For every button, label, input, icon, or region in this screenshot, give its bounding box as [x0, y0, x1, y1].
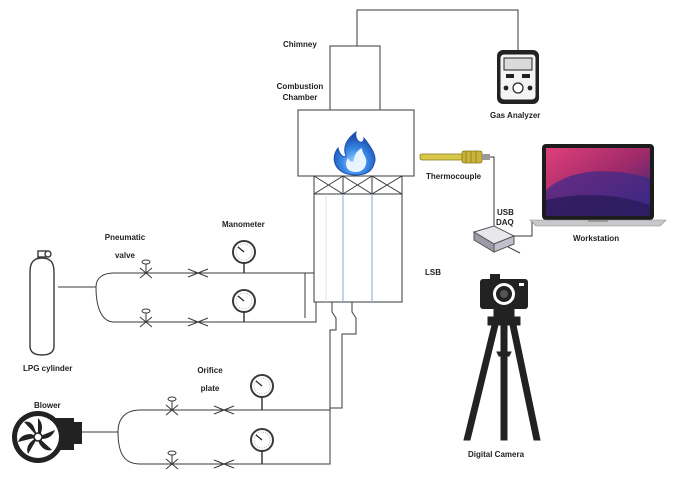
gas-analyzer-icon: [497, 50, 539, 104]
usb-daq-icon: [472, 225, 521, 254]
label-combustion-chamber-line1: Combustion: [276, 82, 324, 91]
thermocouple-icon: [419, 150, 490, 164]
air-manometer-gauge-1: [250, 374, 274, 410]
label-lsb: LSB: [425, 268, 441, 277]
gas-analyzer-signal-line: [356, 9, 519, 50]
label-daq: DAQ: [496, 218, 514, 227]
label-manometer: Manometer: [222, 220, 265, 229]
label-combustion-chamber-line2: Chamber: [282, 93, 318, 102]
daq-cable: [514, 222, 533, 237]
flame-icon: [333, 130, 376, 176]
camera-icon: [480, 274, 528, 309]
cross-bracing: [313, 175, 403, 195]
air-supply-lines: [74, 409, 331, 465]
label-orifice-plate-line2: plate: [200, 384, 220, 393]
lpg-supply-lines: [58, 272, 317, 323]
air-valve-upper: [165, 396, 179, 416]
label-chimney: Chimney: [283, 40, 317, 49]
manometer-gauge-1: [232, 240, 256, 273]
lpg-restrictor-lower: [187, 317, 209, 327]
label-thermocouple: Thermocouple: [426, 172, 482, 181]
chimney: [329, 45, 381, 111]
lsb-burner: [313, 193, 403, 303]
manometer-gauge-2: [232, 289, 256, 322]
lpg-cylinder-icon: [29, 250, 55, 356]
label-orifice-plate-line1: Orifice: [197, 366, 223, 375]
air-valve-lower: [165, 450, 179, 470]
label-lpg-cylinder: LPG cylinder: [23, 364, 73, 373]
orifice-plate-lower: [213, 459, 235, 469]
air-manometer-gauge-2: [250, 428, 274, 464]
label-gas-analyzer: Gas Analyzer: [490, 111, 541, 120]
label-usb: USB: [497, 208, 514, 217]
orifice-plate-upper: [213, 405, 235, 415]
tripod-icon: [463, 308, 541, 441]
lpg-restrictor-upper: [187, 268, 209, 278]
burner-feed-tubes: [166, 302, 357, 456]
blower-icon: [12, 411, 82, 463]
pneumatic-valve-lower: [139, 308, 153, 328]
laptop-icon: [529, 144, 667, 227]
label-workstation: Workstation: [573, 234, 620, 243]
label-blower: Blower: [34, 401, 61, 410]
label-pneumatic-valve-line2: valve: [114, 251, 136, 260]
label-pneumatic-valve-line1: Pneumatic: [104, 233, 146, 242]
pneumatic-valve-upper: [139, 259, 153, 279]
thermocouple-cable: [487, 156, 495, 233]
label-digital-camera: Digital Camera: [468, 450, 525, 459]
